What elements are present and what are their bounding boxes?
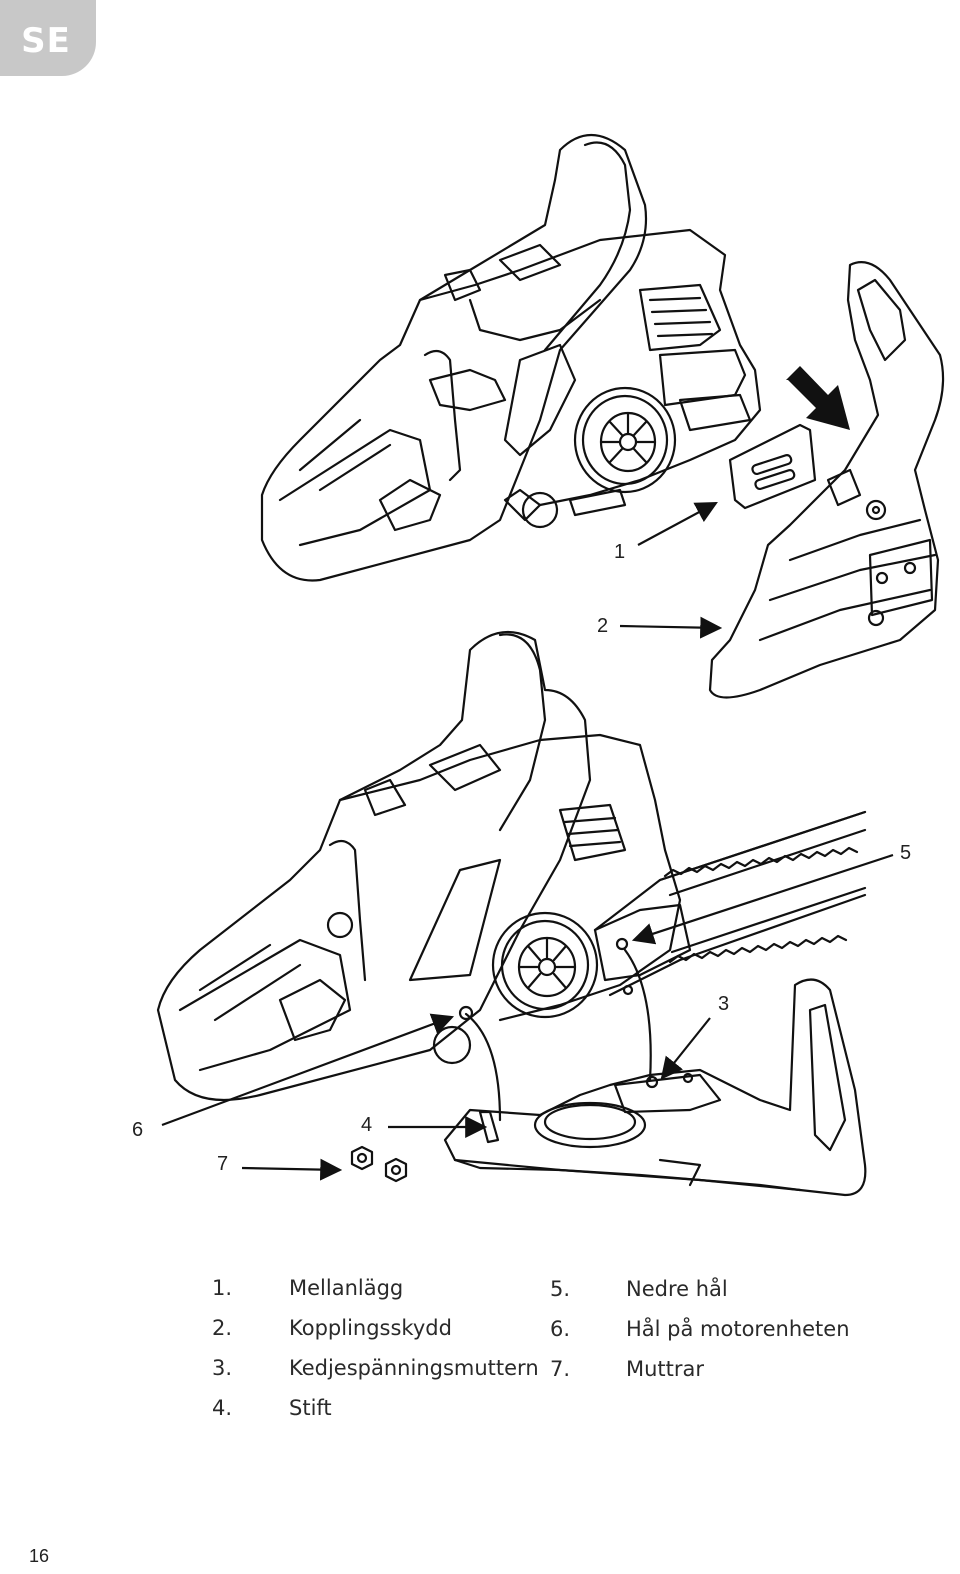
spacer-plate (728, 423, 817, 510)
callout-line-2 (619, 616, 723, 639)
motor-hole (458, 1005, 474, 1021)
stud-line-2 (623, 948, 652, 1082)
callout-label-6: 6 (132, 1119, 144, 1141)
nuts (350, 1145, 408, 1183)
legend-number: 5. (550, 1277, 571, 1301)
clutch-drum-bottom (491, 911, 599, 1019)
legend-number: 6. (550, 1317, 571, 1341)
callout-label-4: 4 (361, 1114, 373, 1136)
legend-number: 3. (212, 1356, 233, 1380)
stud-line (464, 1012, 502, 1122)
callout-label-5: 5 (900, 842, 912, 864)
legend-label: Muttrar (626, 1357, 705, 1381)
callout-line-1 (637, 501, 718, 546)
callout-line-3 (660, 1017, 711, 1080)
guide-bar-chain (593, 810, 867, 997)
legend-label: Mellanlägg (289, 1276, 404, 1300)
legend-number: 7. (550, 1357, 571, 1381)
clutch-cover (708, 261, 945, 699)
legend-label: Kopplingsskydd (289, 1316, 452, 1340)
callout-label-1: 1 (614, 541, 626, 563)
callout-line-6 (161, 1013, 455, 1127)
legend-label: Kedjespänningsmuttern (289, 1356, 539, 1380)
page-number: 16 (29, 1546, 50, 1566)
callout-line-7 (241, 1158, 343, 1181)
legend-number: 2. (212, 1316, 233, 1340)
language-tab: SE (0, 0, 96, 76)
legend-number: 4. (212, 1396, 233, 1420)
legend-label: Hål på motorenheten (626, 1317, 850, 1341)
legend-number: 1. (212, 1276, 233, 1300)
chainsaw-body-top (260, 134, 762, 582)
clutch-cover-bottom (443, 978, 867, 1197)
callout-label-7: 7 (217, 1153, 229, 1175)
legend-label: Stift (289, 1396, 332, 1420)
callout-label-3: 3 (718, 993, 730, 1015)
callout-line-5 (631, 853, 894, 945)
direction-arrow (786, 366, 850, 430)
language-code: SE (21, 21, 71, 61)
legend-label: Nedre hål (626, 1277, 728, 1301)
legend-left: 1. Mellanlägg 2. Kopplingsskydd 3. Kedje… (212, 1276, 539, 1446)
callout-label-2: 2 (597, 615, 609, 637)
chainsaw-body-bottom (156, 630, 682, 1102)
clutch-drum-top (573, 386, 677, 494)
legend-right: 5. Nedre hål 6. Hål på motorenheten 7. M… (550, 1277, 850, 1407)
